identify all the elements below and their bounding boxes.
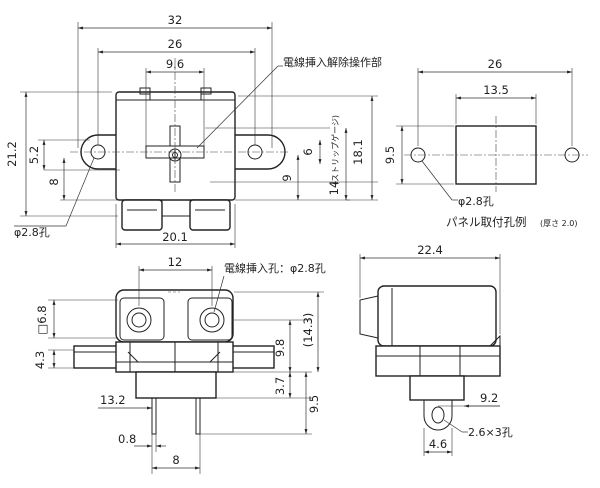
dim-front-9: 9: [280, 174, 294, 181]
bottom-view: 12 電線挿入孔：φ2.8孔 □6.8 4.3 9.8 (14.3) 3.7 9…: [33, 255, 326, 474]
dim-front-18-1: 18.1: [351, 139, 365, 165]
pins: [151, 397, 201, 435]
dim-front-hole-to-bottom: 8: [47, 178, 61, 185]
front-feet: [121, 199, 231, 231]
panel-hole-view: 26 13.5 9.5 φ2.8孔 パネル取付孔例 (厚さ 2.0): [383, 57, 588, 229]
dim-bottom-0-8: 0.8: [118, 432, 136, 446]
dim-bottom-4-3: 4.3: [33, 351, 47, 369]
dim-front-height: 21.2: [5, 141, 19, 167]
dim-side-width: 22.4: [417, 243, 443, 257]
side-slot-tab: [423, 400, 453, 431]
dim-bottom-3-7: 3.7: [273, 377, 287, 395]
side-flange: [375, 345, 501, 377]
dim-front-mount-width: 26: [168, 37, 183, 51]
dim-bottom-sq: □6.8: [35, 305, 49, 334]
mounting-flange: [80, 134, 286, 170]
dim-front-body-width: 20.1: [162, 230, 188, 244]
dim-bottom-9-5: 9.5: [307, 395, 321, 413]
dim-side-9-2: 9.2: [480, 391, 498, 405]
dim-bottom-hole-pitch: 12: [168, 255, 183, 269]
dim-panel-cutout-height: 9.5: [383, 146, 397, 164]
dim-front-6: 6: [301, 148, 315, 155]
dim-bottom-13-2: 13.2: [100, 393, 126, 407]
dim-panel-span: 26: [488, 57, 503, 71]
label-panel-hole-title: パネル取付孔例: [446, 215, 527, 229]
dim-front-overall-width: 32: [168, 13, 183, 27]
label-panel-hole-note: (厚さ 2.0): [540, 219, 578, 228]
label-release-part: 電線挿入解除操作部: [283, 55, 382, 69]
dim-bottom-8: 8: [172, 453, 179, 467]
label-insertion-hole: 電線挿入孔：φ2.8孔: [224, 261, 326, 275]
label-hole-dia-front: φ2.8孔: [14, 226, 50, 239]
wire-hole-right: [187, 297, 233, 341]
dim-panel-cutout-width: 13.5: [483, 83, 509, 97]
dim-bottom-9-8: 9.8: [273, 339, 287, 357]
side-lower-block: [409, 375, 465, 401]
dim-bottom-14-3: (14.3): [301, 313, 315, 348]
front-view: 32 26 9.6 電線挿入解除操作部 21.2 5.2 8 20.1: [5, 13, 382, 248]
label-slot-note: 2.6×3孔: [468, 426, 513, 439]
dim-front-14: 14: [327, 181, 341, 196]
label-strip-gauge: (ストリップゲージ): [330, 115, 340, 185]
wire-hole-left: [119, 297, 165, 341]
dim-front-button-width: 9.6: [166, 57, 184, 71]
label-hole-dia-panel: φ2.8孔: [458, 195, 494, 208]
side-top-body: [377, 285, 497, 347]
dim-front-hole-offset: 5.2: [27, 146, 41, 164]
bottom-lower-block: [135, 371, 217, 399]
side-view: 22.4 9.2 4.6 2.6×3孔: [359, 243, 513, 456]
dim-side-4-6: 4.6: [429, 437, 447, 451]
